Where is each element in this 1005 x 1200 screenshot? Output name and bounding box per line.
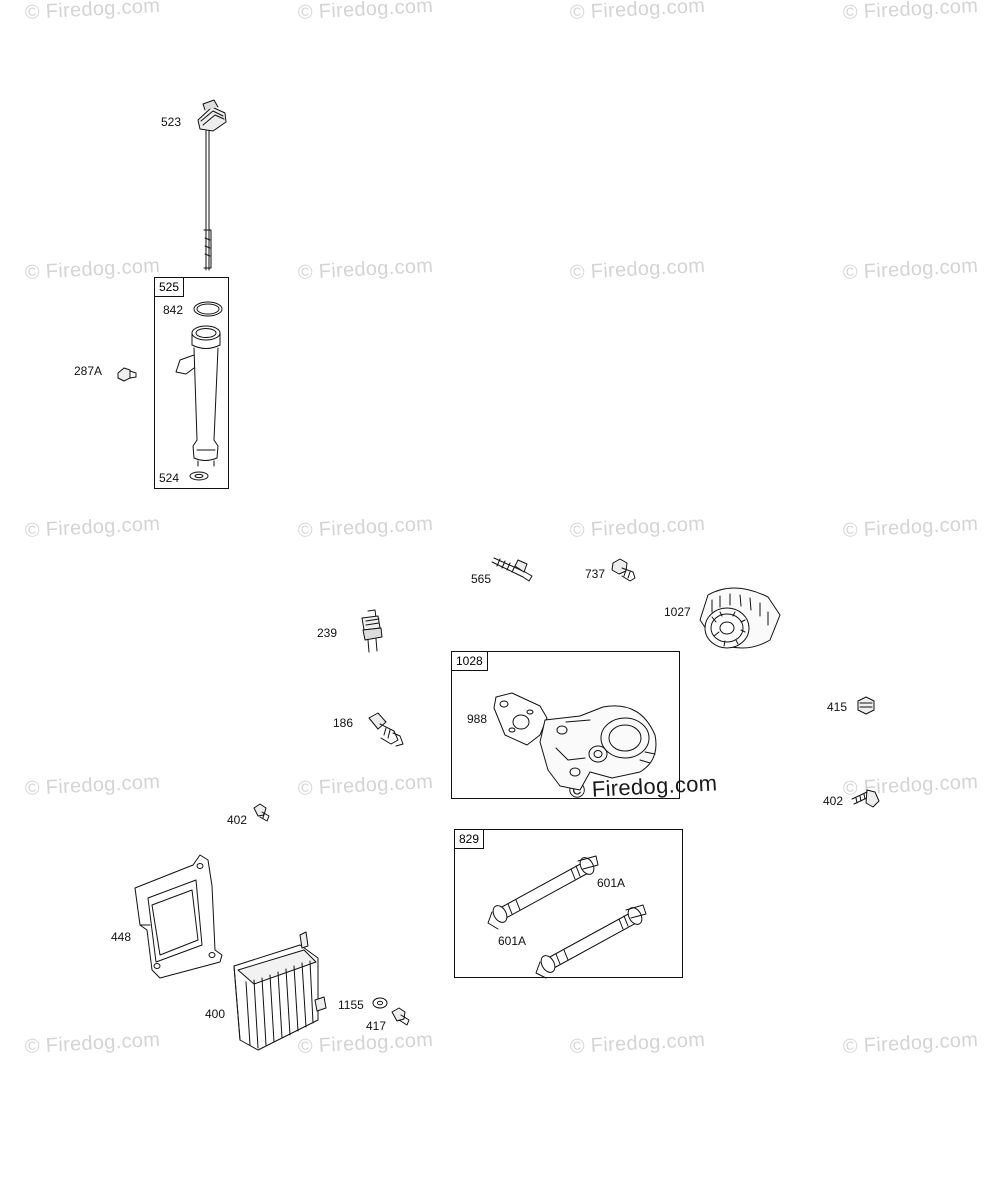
bolt-417-drawing — [392, 1008, 409, 1025]
group-box-525: 525 — [154, 277, 229, 489]
oil-filter-drawing — [700, 588, 780, 648]
stud-drawing — [492, 558, 532, 581]
part-label: 448 — [111, 930, 132, 944]
part-label: 186 — [333, 716, 354, 730]
part-label: 601A — [498, 934, 527, 948]
part-label: 400 — [205, 1007, 226, 1021]
screw-287a-drawing — [118, 368, 136, 381]
part-label: 988 — [467, 712, 488, 726]
part-label: 1027 — [664, 605, 691, 619]
part-label: 402 — [227, 813, 248, 827]
fitting-186-drawing — [369, 713, 403, 746]
group-label: 1028 — [452, 652, 488, 671]
part-label: 842 — [163, 303, 184, 317]
plug-drawing — [858, 697, 874, 714]
oil-cooler-drawing — [234, 932, 326, 1050]
part-label: 415 — [827, 700, 848, 714]
bracket-drawing — [135, 855, 222, 978]
dipstick-cap-drawing — [198, 100, 226, 270]
part-label: 239 — [317, 626, 338, 640]
part-label: 287A — [74, 364, 103, 378]
part-label: 417 — [366, 1019, 387, 1033]
fitting-737-drawing — [612, 559, 635, 581]
group-box-829: 829 — [454, 829, 683, 978]
hose-lower-drawing — [536, 905, 646, 978]
gasket-drawing — [494, 693, 547, 745]
part-label: 1155 — [338, 998, 364, 1012]
group-label: 829 — [455, 830, 485, 849]
group-box-1028: 1028 — [451, 651, 680, 799]
o-ring-drawing — [194, 302, 222, 316]
pressure-switch-drawing — [362, 610, 382, 652]
washer-drawing — [190, 472, 208, 480]
part-label: 402 — [823, 794, 844, 808]
part-label: 524 — [159, 471, 180, 485]
part-label: 565 — [471, 572, 492, 586]
group-label: 525 — [155, 278, 185, 297]
washer-1155-drawing — [373, 998, 387, 1008]
hose-upper-drawing — [488, 855, 598, 929]
bolt-402-left-drawing — [254, 804, 269, 821]
part-label: 523 — [161, 115, 182, 129]
part-label: 737 — [585, 567, 606, 581]
filter-adapter-drawing — [540, 706, 656, 790]
dipstick-tube-drawing — [176, 326, 220, 466]
part-label: 601A — [597, 876, 626, 890]
bolt-402-right-drawing — [852, 790, 879, 807]
